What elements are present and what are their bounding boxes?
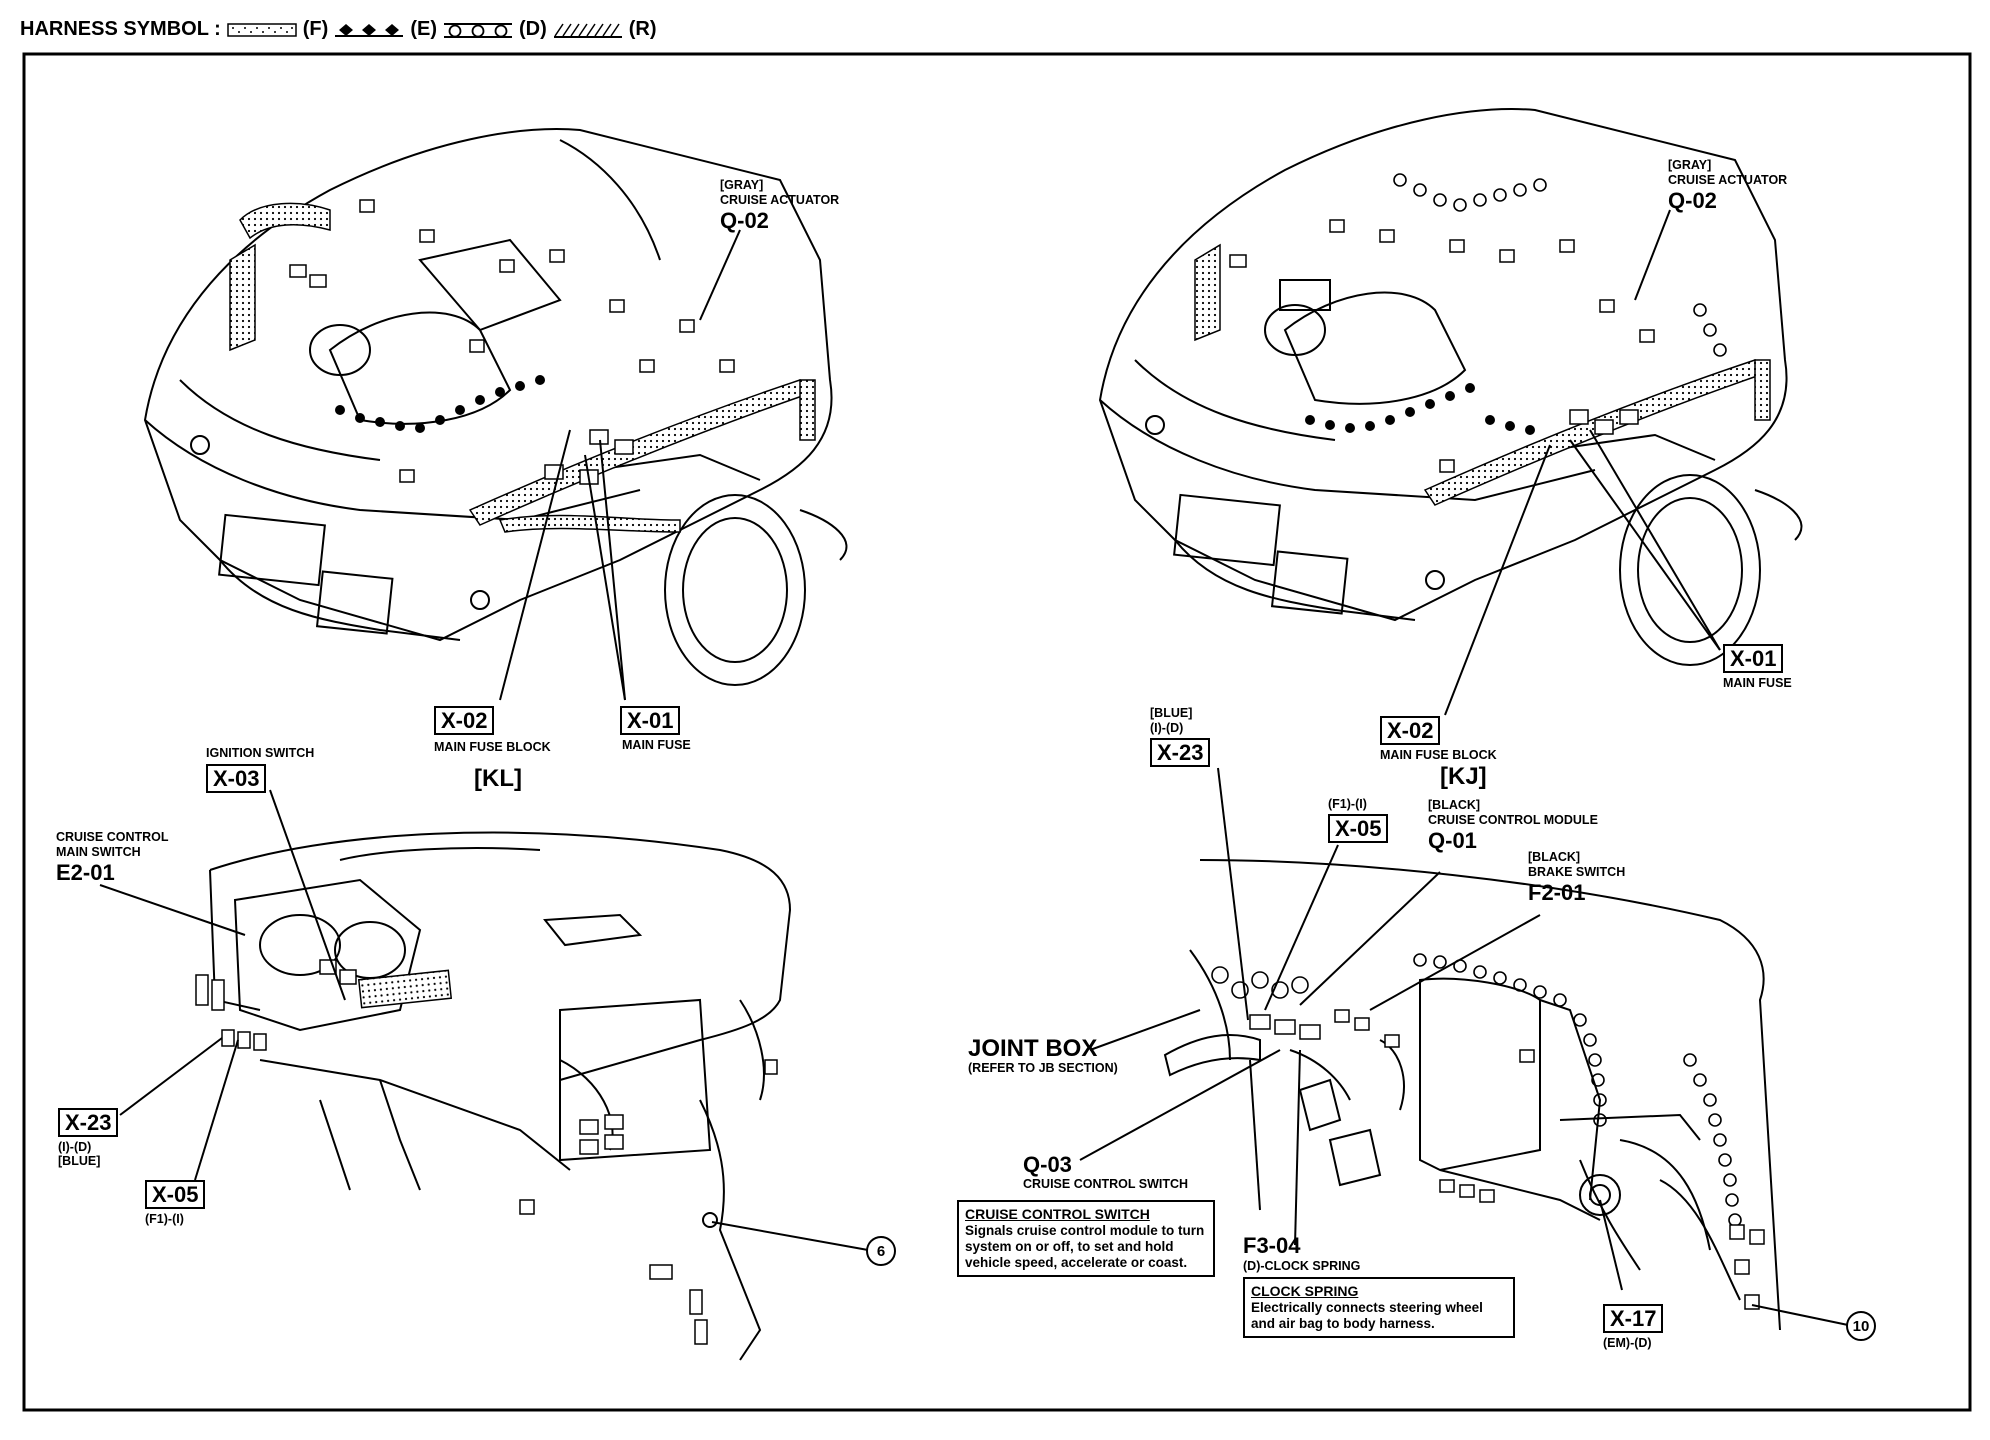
kj-x02-code: X-02 bbox=[1380, 716, 1441, 746]
x17-code: X-17 bbox=[1603, 1304, 1664, 1334]
clock-spring-note-title: CLOCK SPRING bbox=[1251, 1283, 1359, 1299]
joint-box-sub: (REFER TO JB SECTION) bbox=[968, 1061, 1118, 1075]
left-dashboard-drawing bbox=[209, 831, 792, 1361]
ground-point-6: 6 bbox=[866, 1236, 896, 1266]
right-x23-color: [BLUE] bbox=[1150, 706, 1193, 720]
right-x05-sub: (F1)-(I) bbox=[1328, 797, 1367, 811]
kl-engine-bay-drawing bbox=[143, 128, 848, 686]
x17-sub: (EM)-(D) bbox=[1603, 1336, 1652, 1350]
left-x05-sub: (F1)-(I) bbox=[145, 1212, 184, 1226]
kj-circle-harness bbox=[1393, 173, 1727, 357]
circle-chain-icon bbox=[443, 22, 512, 38]
kj-leader-lines bbox=[1444, 209, 1721, 716]
cruise-module-code: Q-01 bbox=[1428, 828, 1477, 853]
kl-cruise-actuator-code: Q-02 bbox=[720, 208, 769, 233]
hatched-band-icon bbox=[553, 23, 622, 38]
brake-switch-color: [BLACK] bbox=[1528, 850, 1581, 864]
clock-spring-note: CLOCK SPRING Electrically connects steer… bbox=[1243, 1277, 1515, 1339]
kj-engine-bay-drawing bbox=[1098, 108, 1803, 666]
legend-code-d: (D) bbox=[518, 18, 547, 40]
kj-x01-code: X-01 bbox=[1723, 644, 1784, 674]
right-x05-code: X-05 bbox=[1328, 814, 1389, 844]
kj-x01-name: MAIN FUSE bbox=[1723, 676, 1792, 690]
kl-x01-code: X-01 bbox=[620, 706, 681, 736]
cruise-main-switch-name1: CRUISE CONTROL bbox=[56, 830, 169, 844]
brake-switch-code: F2-01 bbox=[1528, 880, 1586, 905]
right-dash-circle-harness bbox=[1211, 953, 1742, 1227]
left-x23-code: X-23 bbox=[58, 1108, 119, 1138]
clock-spring-code: F3-04 bbox=[1243, 1233, 1301, 1258]
right-x23-code: X-23 bbox=[1150, 738, 1211, 768]
kj-cruise-actuator-name: CRUISE ACTUATOR bbox=[1668, 173, 1788, 187]
harness-symbol-legend: HARNESS SYMBOL : (F) (E) (D) (R) bbox=[20, 18, 657, 41]
kl-view-title: [KL] bbox=[474, 765, 522, 792]
cruise-switch-note: CRUISE CONTROL SWITCH Signals cruise con… bbox=[957, 1200, 1215, 1278]
legend-code-e: (E) bbox=[410, 18, 437, 40]
dotted-band-icon bbox=[227, 22, 297, 37]
left-x05-code: X-05 bbox=[145, 1180, 206, 1210]
clock-spring-note-body: Electrically connects steering wheel and… bbox=[1251, 1299, 1483, 1331]
left-dash-leaders bbox=[99, 789, 869, 1251]
brake-switch-name: BRAKE SWITCH bbox=[1528, 865, 1626, 879]
joint-box-name: JOINT BOX bbox=[968, 1035, 1098, 1062]
diagram-frame bbox=[22, 52, 1972, 1412]
right-x23-sub: (I)-(D) bbox=[1150, 721, 1184, 735]
ignition-switch-code: X-03 bbox=[206, 764, 267, 794]
cruise-module-color: [BLACK] bbox=[1428, 798, 1481, 812]
kj-view-title: [KJ] bbox=[1440, 763, 1487, 790]
kl-cruise-actuator-name: CRUISE ACTUATOR bbox=[720, 193, 840, 207]
ground-point-10: 10 bbox=[1846, 1311, 1876, 1341]
kl-leader-lines bbox=[499, 229, 741, 701]
kj-connectors bbox=[1229, 219, 1655, 473]
cruise-switch-note-body: Signals cruise control module to turn sy… bbox=[965, 1222, 1205, 1271]
cruise-main-switch-name2: MAIN SWITCH bbox=[56, 845, 141, 859]
diamond-chain-icon bbox=[335, 23, 404, 37]
kj-diamond-harness bbox=[1305, 383, 1535, 435]
kl-x01-name: MAIN FUSE bbox=[622, 738, 691, 752]
clock-spring-sub: (D)-CLOCK SPRING bbox=[1243, 1259, 1361, 1273]
kl-x02-name: MAIN FUSE BLOCK bbox=[434, 740, 551, 754]
right-dash-connectors bbox=[1249, 1009, 1765, 1310]
kj-x02-name: MAIN FUSE BLOCK bbox=[1380, 748, 1497, 762]
right-dashboard-drawing bbox=[1163, 859, 1781, 1331]
kj-cruise-actuator-color: [GRAY] bbox=[1668, 158, 1712, 172]
cruise-switch-note-title: CRUISE CONTROL SWITCH bbox=[965, 1206, 1150, 1222]
kl-x02-code: X-02 bbox=[434, 706, 495, 736]
ignition-switch-name: IGNITION SWITCH bbox=[206, 746, 315, 760]
cruise-main-switch-code: E2-01 bbox=[56, 860, 115, 885]
legend-code-f: (F) bbox=[302, 18, 329, 40]
cruise-switch-name: CRUISE CONTROL SWITCH bbox=[1023, 1177, 1189, 1191]
kj-cruise-actuator-code: Q-02 bbox=[1668, 188, 1717, 213]
kl-cruise-actuator-color: [GRAY] bbox=[720, 178, 764, 192]
cruise-module-name: CRUISE CONTROL MODULE bbox=[1428, 813, 1598, 827]
cruise-switch-code: Q-03 bbox=[1023, 1152, 1072, 1177]
legend-code-r: (R) bbox=[628, 18, 657, 40]
left-x23-sub1: (I)-(D) bbox=[58, 1140, 92, 1154]
legend-title: HARNESS SYMBOL : bbox=[20, 18, 221, 40]
right-dash-leaders bbox=[1079, 767, 1849, 1326]
left-x23-sub2: [BLUE] bbox=[58, 1154, 101, 1168]
kl-diamond-harness bbox=[335, 375, 545, 433]
